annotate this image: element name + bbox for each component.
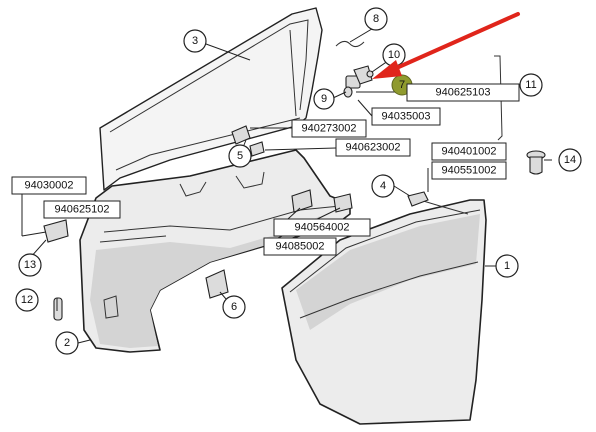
part-bracket-pair	[291, 189, 353, 213]
part-window-frame	[99, 7, 323, 191]
part-13-bracket	[43, 219, 69, 243]
callout-6-label: 6	[231, 301, 237, 313]
part-code-94035003: 94035003	[371, 107, 441, 126]
callout-3-label: 3	[192, 35, 198, 47]
callout-4: 4	[371, 174, 395, 198]
callout-14-label: 14	[564, 154, 576, 166]
callout-2: 2	[55, 331, 79, 355]
callout-5: 5	[228, 144, 252, 168]
part-code-94030002-label: 94030002	[25, 180, 74, 192]
callout-5-label: 5	[237, 150, 243, 162]
callout-7-label: 7	[399, 79, 405, 91]
part-8-clip	[335, 40, 365, 48]
callout-2-label: 2	[64, 337, 70, 349]
callout-8: 8	[364, 7, 388, 31]
part-code-940273002: 940273002	[291, 119, 367, 138]
part-12-pin	[53, 297, 63, 321]
callout-10-label: 10	[388, 49, 400, 61]
part-14-grommet	[526, 150, 546, 175]
part-code-940625103-label: 940625103	[435, 87, 490, 99]
callout-11: 11	[519, 73, 543, 97]
part-code-940623002: 940623002	[335, 138, 411, 157]
part-code-940273002-label: 940273002	[301, 123, 356, 135]
part-6-bracket	[205, 269, 229, 299]
callout-11-label: 11	[525, 79, 536, 91]
part-code-94085002: 94085002	[263, 237, 337, 256]
part-code-940564002-label: 940564002	[294, 222, 349, 234]
part-code-940625102: 940625102	[43, 200, 121, 219]
part-code-940551002-label: 940551002	[441, 165, 496, 177]
part-hinge-assembly	[343, 65, 374, 98]
part-code-940401002: 940401002	[431, 142, 507, 161]
callout-6: 6	[222, 295, 246, 319]
part-code-94030002: 94030002	[11, 176, 87, 195]
part-5-clips	[231, 125, 265, 157]
part-code-940551002: 940551002	[431, 161, 507, 180]
callout-12: 12	[15, 288, 39, 312]
callout-12-label: 12	[21, 294, 33, 306]
callout-13: 13	[18, 253, 42, 277]
callout-13-label: 13	[24, 259, 36, 271]
callout-1-label: 1	[504, 260, 510, 272]
callout-1: 1	[495, 254, 519, 278]
part-code-940625103: 940625103	[406, 83, 520, 102]
part-fender	[281, 199, 487, 425]
callout-9-label: 9	[321, 93, 327, 105]
part-4-clip	[407, 191, 429, 207]
part-code-940625102-label: 940625102	[54, 204, 109, 216]
part-code-94085002-label: 94085002	[276, 241, 325, 253]
callout-3: 3	[183, 29, 207, 53]
part-code-94035003-label: 94035003	[382, 111, 431, 123]
part-door-trim-panel	[79, 149, 351, 353]
part-code-940564002: 940564002	[273, 218, 371, 237]
callout-8-label: 8	[373, 13, 379, 25]
part-code-940401002-label: 940401002	[441, 146, 496, 158]
callout-4-label: 4	[380, 180, 386, 192]
callout-9: 9	[313, 88, 335, 110]
highlight-arrow	[372, 12, 520, 79]
callout-14: 14	[558, 148, 582, 172]
part-code-940623002-label: 940623002	[345, 142, 400, 154]
